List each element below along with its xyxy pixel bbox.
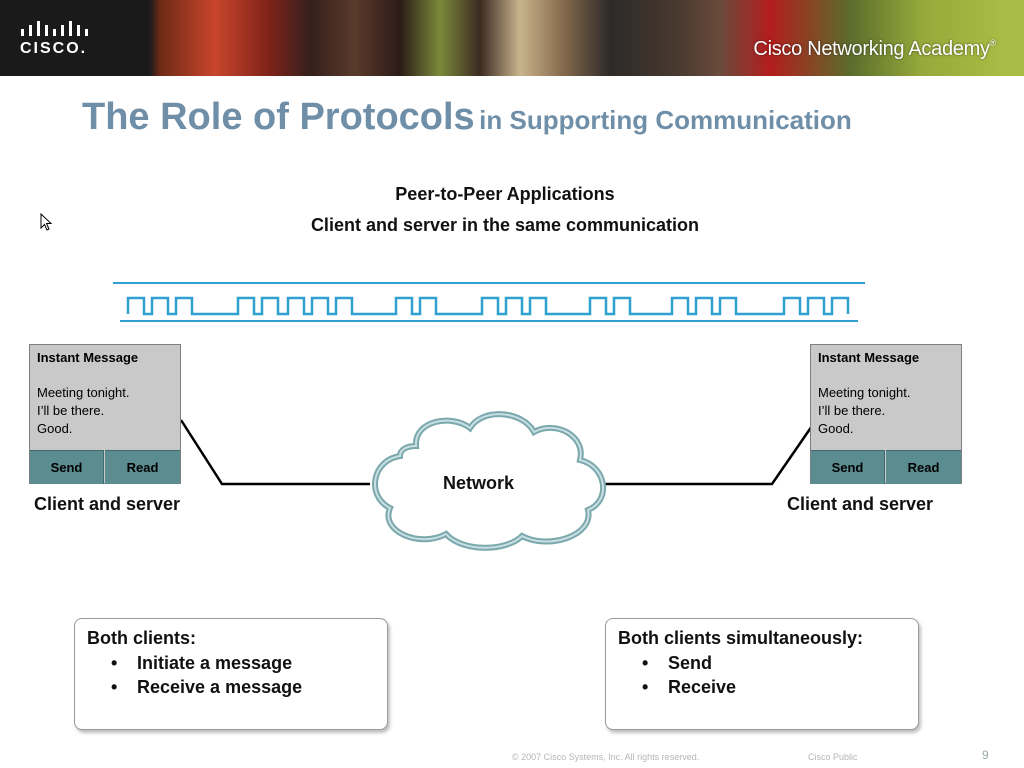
registered-mark: ®: [989, 38, 997, 48]
send-button[interactable]: Send: [30, 450, 104, 484]
bullet-text: Send: [668, 653, 713, 673]
cisco-bars-icon: [21, 21, 88, 36]
bullet-icon: •: [642, 677, 649, 697]
bullet-icon: •: [111, 677, 118, 697]
bullet-item: • Send: [642, 653, 712, 674]
im-title: Instant Message: [818, 350, 920, 365]
network-label: Network: [443, 473, 515, 493]
bullet-text: Initiate a message: [137, 653, 293, 673]
im-message-line: I’ll be there.: [818, 403, 886, 418]
academy-name: Cisco Networking Academy®: [753, 38, 996, 61]
im-message-line: I’ll be there.: [37, 403, 105, 418]
bullet-item: • Receive a message: [111, 677, 302, 698]
title-subtitle: in Supporting Communication: [479, 105, 852, 135]
send-button[interactable]: Send: [811, 450, 885, 484]
im-message-line: Meeting tonight.: [37, 385, 130, 400]
instant-message-window-right: Instant Message Meeting tonight. I’ll be…: [810, 344, 962, 484]
info-box-both-clients: Both clients: • Initiate a message • Recei…: [74, 618, 388, 730]
header-banner: CISCO. Cisco Networking Academy®: [0, 0, 1024, 76]
diagram-subheading: Client and server in the same communicat…: [310, 215, 700, 235]
im-title: Instant Message: [37, 350, 139, 365]
client-server-label-left: Client and server: [34, 494, 181, 514]
bullet-item: • Initiate a message: [111, 653, 292, 674]
bullet-text: Receive: [668, 677, 737, 697]
read-button[interactable]: Read: [886, 450, 961, 484]
logo-area: CISCO.: [0, 0, 148, 76]
page-number: 9: [982, 748, 989, 762]
instant-message-window-left: Instant Message Meeting tonight. I’ll be…: [29, 344, 181, 484]
right-link-line: [603, 425, 814, 486]
slide-title: The Role of Protocols in Supporting Comm…: [82, 96, 852, 139]
info-heading: Both clients:: [87, 628, 197, 648]
mouse-cursor-icon: [40, 213, 53, 231]
bullet-item: • Receive: [642, 677, 736, 698]
im-message-line: Good.: [818, 421, 854, 436]
client-server-label-right: Client and server: [787, 494, 934, 514]
info-heading: Both clients simultaneously:: [618, 628, 864, 648]
diagram-heading: Peer-to-Peer Applications: [395, 184, 615, 204]
bullet-icon: •: [642, 653, 649, 673]
left-link-line: [179, 419, 370, 486]
bullet-text: Receive a message: [137, 677, 303, 697]
im-message-line: Good.: [37, 421, 73, 436]
im-message-line: Meeting tonight.: [818, 385, 911, 400]
bullet-icon: •: [111, 653, 118, 673]
footer-classification: Cisco Public: [808, 752, 858, 762]
network-cloud-icon: [372, 411, 607, 551]
info-box-simultaneous: Both clients simultaneously: • Send • Rece…: [605, 618, 919, 730]
signal-waveform: [113, 282, 865, 322]
footer-copyright: © 2007 Cisco Systems, Inc. All rights re…: [512, 752, 700, 762]
academy-name-text: Cisco Networking Academy: [753, 38, 990, 60]
read-button[interactable]: Read: [105, 450, 180, 484]
cisco-logo-text: CISCO.: [20, 40, 88, 57]
title-main: The Role of Protocols: [82, 96, 475, 138]
